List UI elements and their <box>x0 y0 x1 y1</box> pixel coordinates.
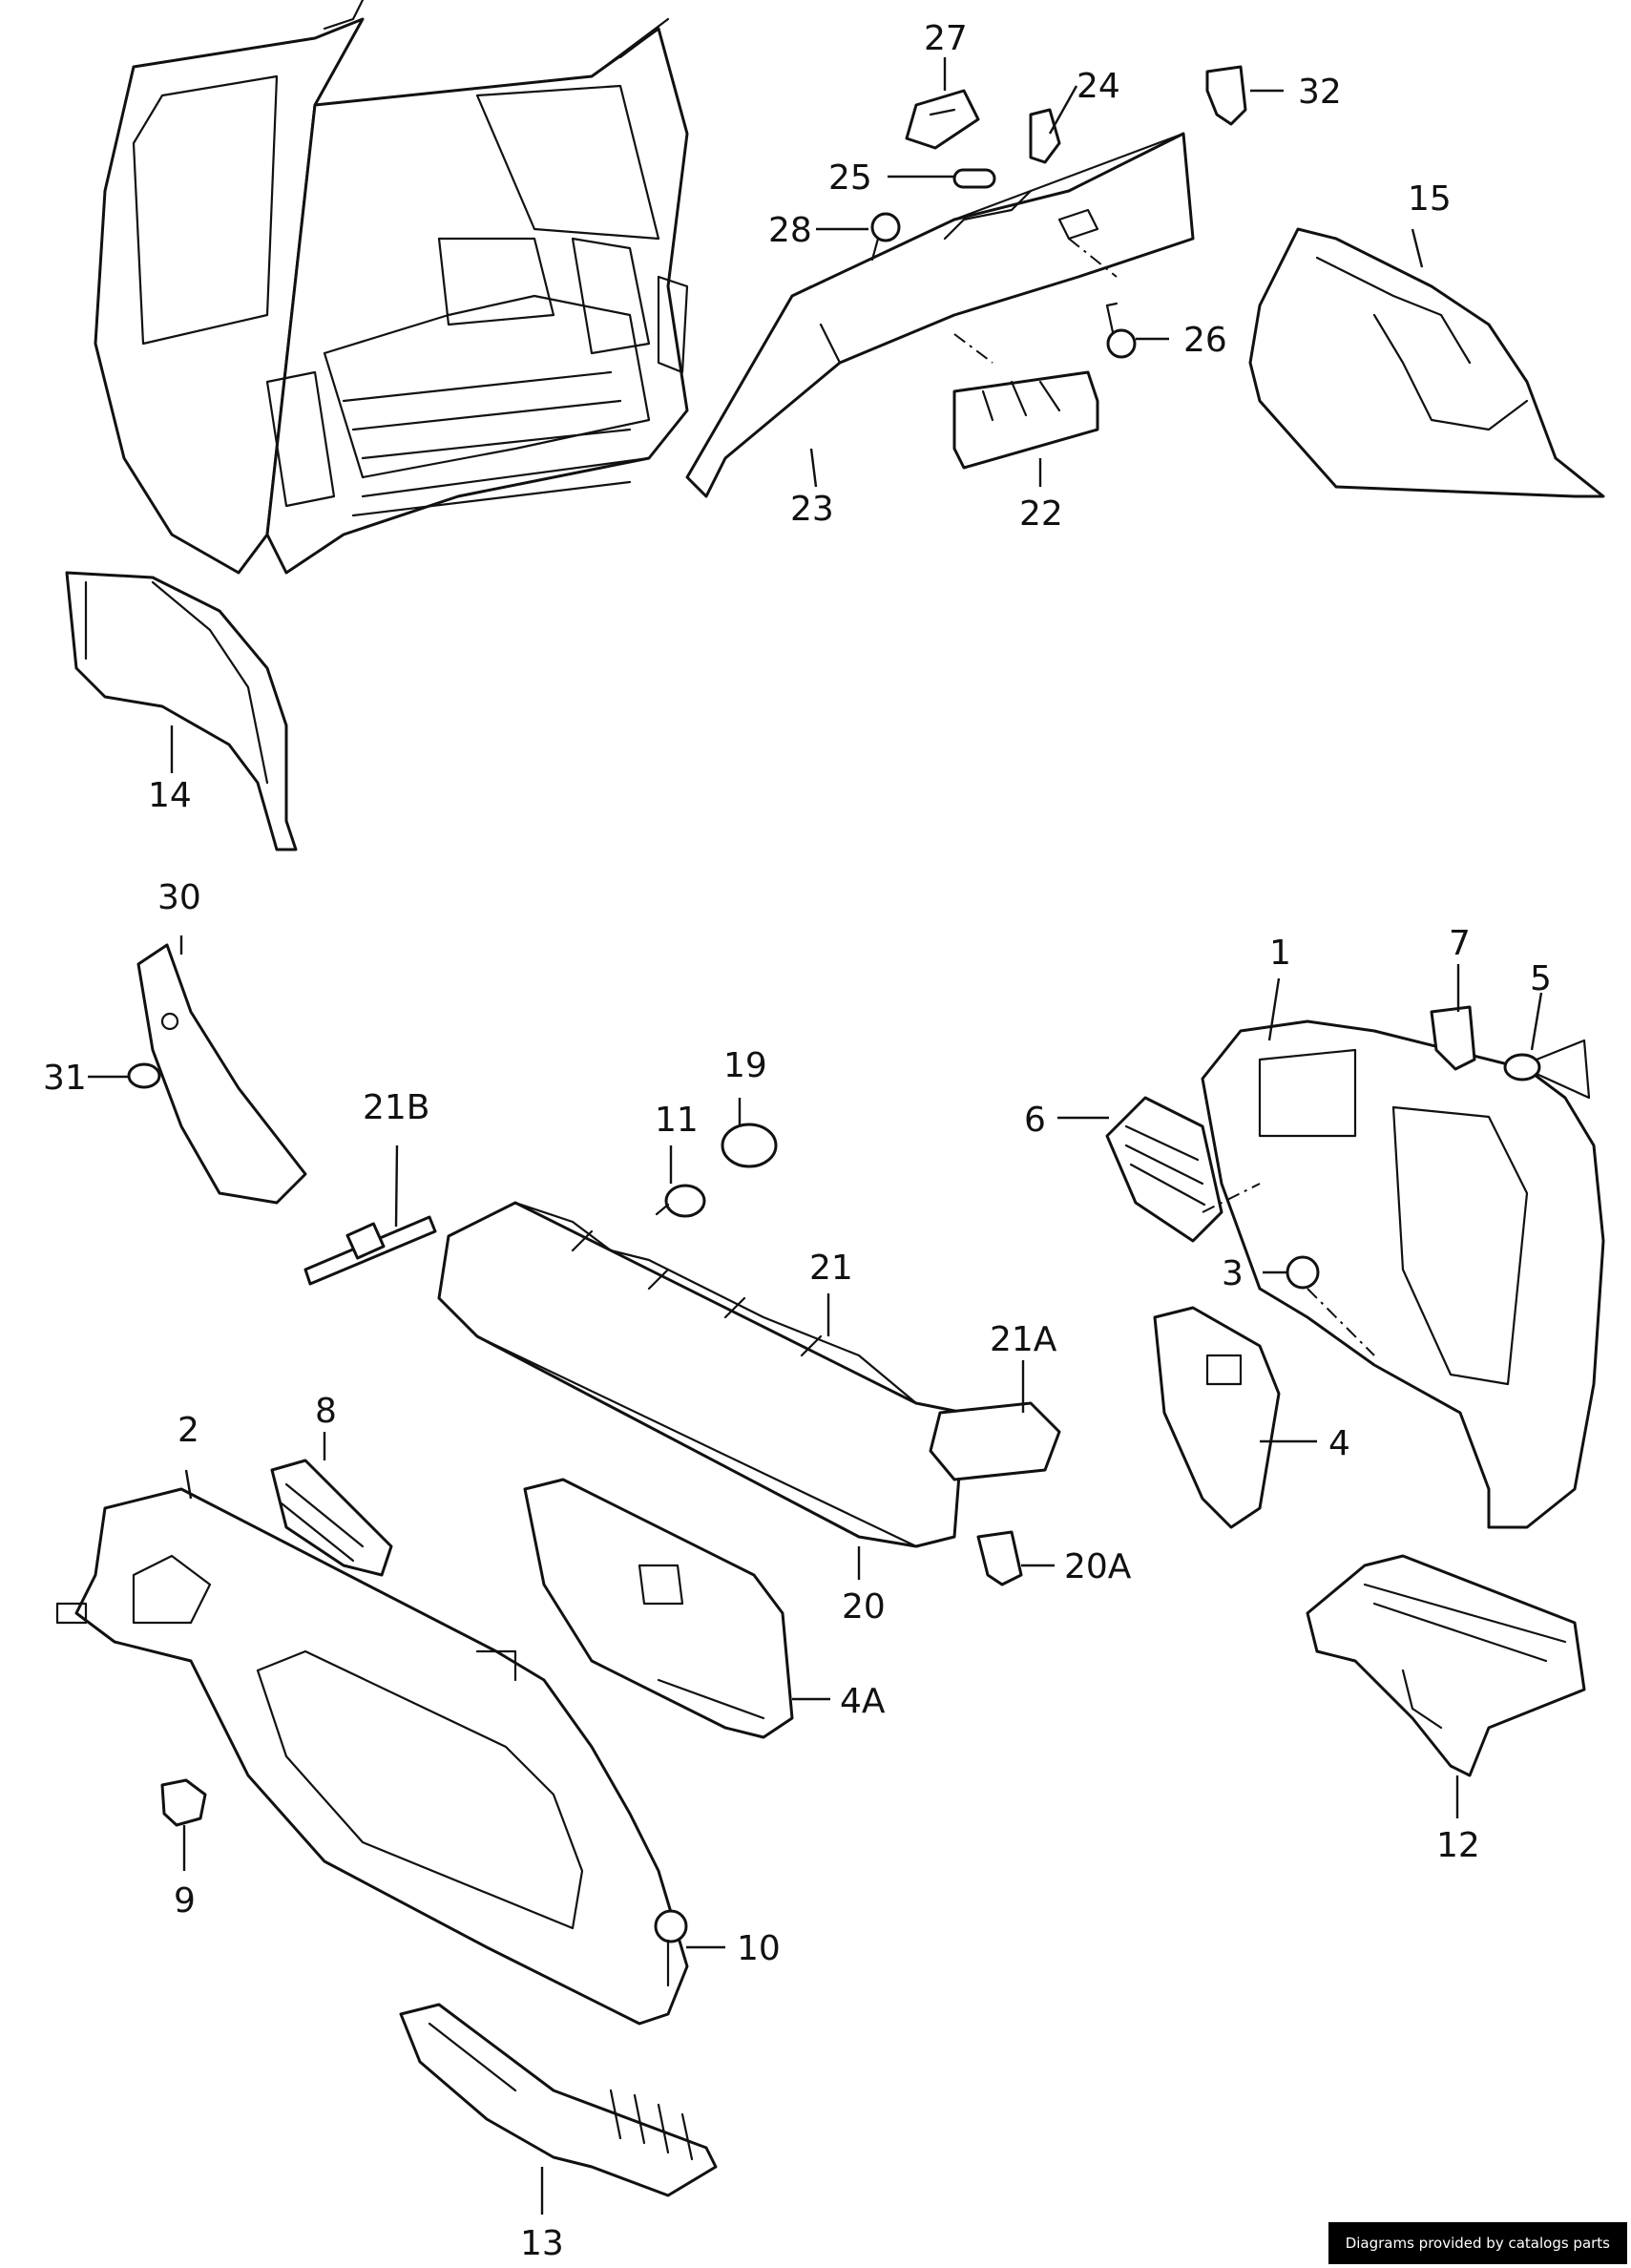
callout-14: 14 <box>148 776 192 815</box>
callout-27: 27 <box>924 19 968 58</box>
callout-7: 7 <box>1449 924 1471 963</box>
part-8-grille <box>270 1459 393 1577</box>
part-15-wheel-housing <box>1248 227 1605 498</box>
part-21-cargo-tray <box>437 1201 966 1548</box>
part-9-clip <box>160 1778 207 1827</box>
part-22-handle <box>952 370 1099 470</box>
part-6-grille <box>1105 1096 1223 1243</box>
part-31-clip <box>127 1062 161 1089</box>
callout-3: 3 <box>1222 1254 1244 1293</box>
part-13-sill-trim <box>399 2003 718 2197</box>
diagram-credit-badge: Diagrams provided by catalogs parts <box>1328 2222 1627 2264</box>
callout-labels: 27 24 32 25 28 15 26 23 22 14 30 31 21B … <box>43 19 1552 2263</box>
callout-31: 31 <box>43 1059 87 1098</box>
callout-15: 15 <box>1408 179 1452 219</box>
part-23-shelf-support <box>685 132 1195 498</box>
callout-21: 21 <box>809 1249 853 1288</box>
callout-26: 26 <box>1183 321 1227 360</box>
part-14-trim-panel <box>65 571 298 851</box>
callout-28: 28 <box>768 211 812 250</box>
callout-4: 4 <box>1328 1424 1350 1463</box>
part-28-push-rivet <box>870 212 901 262</box>
vehicle-cargo-area-illustration <box>94 0 689 575</box>
callout-4a: 4A <box>840 1682 886 1721</box>
callout-9: 9 <box>174 1881 196 1921</box>
callout-8: 8 <box>315 1392 337 1431</box>
leader-lines <box>88 57 1543 2215</box>
part-5-plug <box>1503 1039 1591 1100</box>
callout-25: 25 <box>828 158 872 198</box>
part-10-screw <box>654 1909 688 1987</box>
callout-5: 5 <box>1530 959 1552 998</box>
callout-19: 19 <box>723 1046 767 1085</box>
part-24-clip <box>1029 108 1061 164</box>
part-25-grommet <box>952 168 996 189</box>
part-27-bracket <box>905 89 980 150</box>
callout-21a: 21A <box>990 1320 1057 1359</box>
part-4-access-cover <box>1153 1306 1281 1529</box>
callout-6: 6 <box>1024 1101 1046 1140</box>
callout-22: 22 <box>1019 494 1063 534</box>
callout-24: 24 <box>1077 67 1120 106</box>
part-1-right-side-trim <box>1201 1019 1605 1529</box>
callout-12: 12 <box>1436 1826 1480 1865</box>
callout-20a: 20A <box>1064 1547 1132 1586</box>
callout-21b: 21B <box>363 1088 430 1127</box>
callout-11: 11 <box>655 1101 699 1140</box>
callout-13: 13 <box>520 2224 564 2263</box>
callout-23: 23 <box>790 490 834 529</box>
callout-10: 10 <box>737 1929 781 1968</box>
part-11-bolt <box>655 1184 706 1218</box>
part-4a-panel <box>523 1478 794 1739</box>
part-12-floor-tray <box>1306 1554 1586 1777</box>
part-32-clip <box>1205 65 1247 126</box>
callout-32: 32 <box>1298 73 1342 112</box>
part-21b-pin <box>303 1215 437 1286</box>
part-26-screw <box>1105 302 1137 359</box>
callout-1: 1 <box>1269 934 1291 973</box>
part-3-nut <box>1286 1255 1320 1290</box>
callout-30: 30 <box>157 878 201 917</box>
part-19-cap <box>721 1123 778 1168</box>
part-7-clip <box>1430 1005 1476 1071</box>
callout-2: 2 <box>178 1411 199 1450</box>
part-30-pillar-trim <box>136 943 307 1205</box>
part-2-left-side-trim <box>55 1487 689 2026</box>
part-20a-clip <box>976 1530 1023 1586</box>
callout-20: 20 <box>842 1587 886 1627</box>
part-21a-cover <box>929 1401 1061 1481</box>
